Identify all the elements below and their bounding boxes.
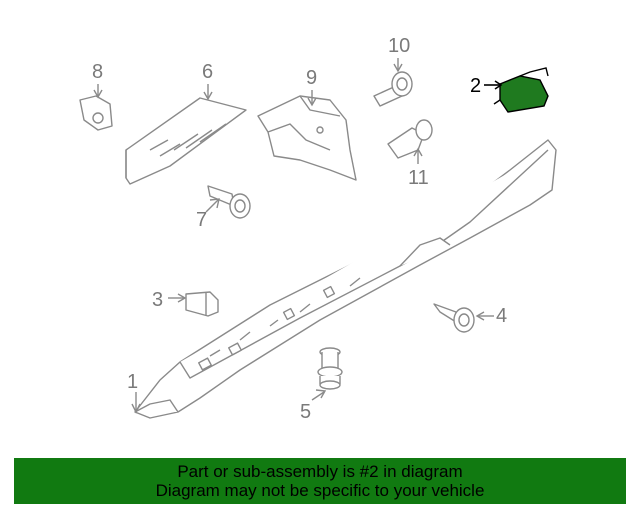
banner-line-1: Part or sub-assembly is #2 in diagram [177, 462, 463, 481]
callout-7-label: 7 [196, 209, 207, 231]
callout-4: 4 [475, 305, 507, 327]
part-7-screw [207, 185, 251, 219]
callout-5-label: 5 [300, 401, 311, 423]
callout-10-label: 10 [388, 35, 410, 57]
callout-8-label: 8 [92, 61, 103, 83]
callout-1-label: 1 [127, 371, 138, 393]
banner-line-2: Diagram may not be specific to your vehi… [155, 481, 485, 500]
part-8-clip [79, 95, 113, 131]
callout-4-label: 4 [496, 305, 507, 327]
callout-9: 9 [306, 67, 317, 107]
callout-3: 3 [152, 289, 187, 311]
callout-7: 7 [196, 198, 220, 231]
callout-1: 1 [127, 371, 141, 414]
callout-11-label: 11 [408, 167, 429, 189]
callout-8: 8 [92, 61, 103, 99]
info-banner: Part or sub-assembly is #2 in diagram Di… [14, 458, 626, 504]
callout-2: 2 [470, 75, 503, 97]
callout-2-label: 2 [470, 75, 481, 97]
callout-11: 11 [408, 147, 429, 189]
callout-10: 10 [388, 35, 410, 73]
callout-6-label: 6 [202, 61, 213, 83]
callout-9-label: 9 [306, 67, 317, 89]
callout-5: 5 [300, 389, 327, 423]
part-10-screw [373, 71, 413, 107]
part-6-plate [125, 97, 247, 185]
part-1-rocker-molding [134, 139, 557, 419]
part-11-clip [387, 119, 433, 159]
part-2-bracket [493, 67, 549, 113]
part-9-bracket [257, 95, 357, 181]
part-5-fastener [317, 347, 343, 390]
part-3-plug [185, 291, 219, 317]
parts-diagram: 1 2 3 4 5 [79, 35, 557, 423]
part-4-clip [433, 303, 475, 333]
callout-6: 6 [202, 61, 213, 101]
callout-3-label: 3 [152, 289, 163, 311]
